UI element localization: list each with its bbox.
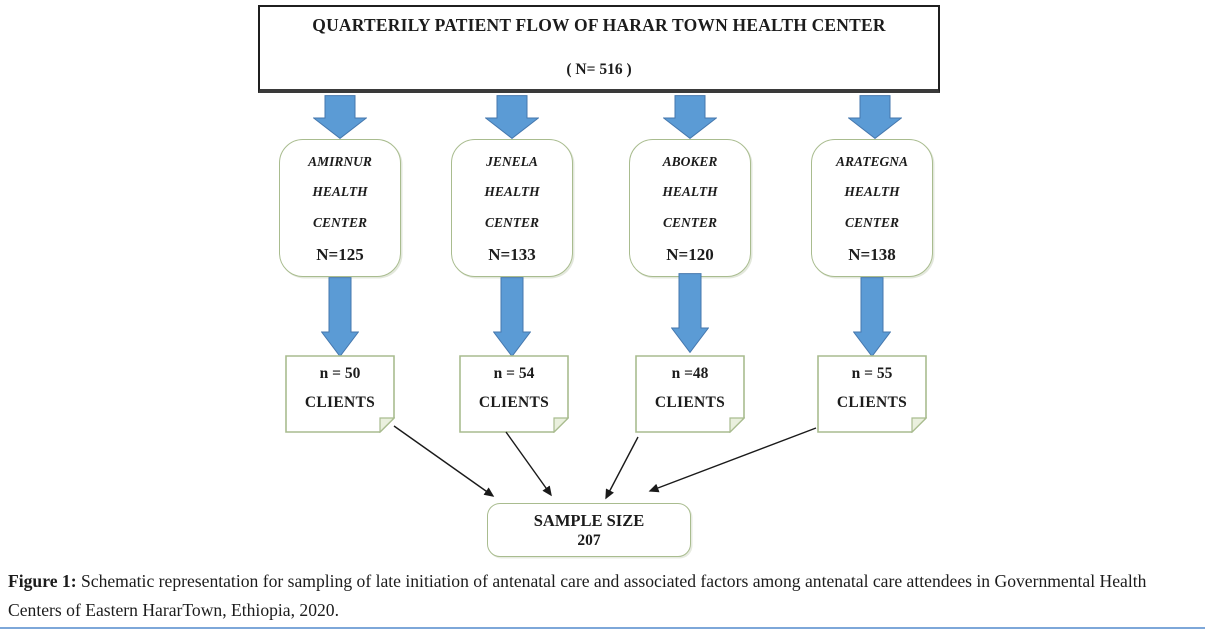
clients-count: n = 55 bbox=[851, 365, 893, 382]
down-arrow-icon bbox=[671, 273, 709, 353]
health-center-box-aboker: ABOKER HEALTH CENTER N=120 bbox=[629, 139, 751, 277]
down-arrow-icon bbox=[485, 95, 539, 139]
down-arrow-icon bbox=[313, 95, 367, 139]
center-word-center: CENTER bbox=[312, 214, 367, 230]
clients-label: CLIENTS bbox=[304, 394, 376, 411]
center-name: JENELA bbox=[486, 154, 538, 169]
clients-note-amirnur: n = 50 CLIENTS bbox=[285, 355, 395, 433]
figure-caption-text: Schematic representation for sampling of… bbox=[8, 571, 1147, 620]
center-word-health: HEALTH bbox=[484, 184, 540, 200]
clients-count: n =48 bbox=[671, 365, 709, 382]
center-word-center: CENTER bbox=[844, 214, 899, 230]
folded-note-shape bbox=[817, 355, 927, 433]
center-name: ABOKER bbox=[662, 154, 718, 169]
center-word-center: CENTER bbox=[662, 214, 717, 230]
clients-note-aboker: n =48 CLIENTS bbox=[635, 355, 745, 433]
total-n-label: ( N= 516 ) bbox=[566, 61, 632, 78]
health-center-box-arategna: ARATEGNA HEALTH CENTER N=138 bbox=[811, 139, 933, 277]
clients-count: n = 50 bbox=[319, 365, 361, 382]
clients-note-jenela: n = 54 CLIENTS bbox=[459, 355, 569, 433]
figure-caption-label: Figure 1: bbox=[8, 571, 77, 591]
clients-note-arategna: n = 55 CLIENTS bbox=[817, 355, 927, 433]
center-name: AMIRNUR bbox=[308, 154, 372, 169]
clients-count: n = 54 bbox=[493, 365, 535, 382]
center-total-n: N=138 bbox=[848, 244, 896, 264]
figure-title: QUARTERILY PATIENT FLOW OF HARAR TOWN HE… bbox=[312, 15, 886, 35]
center-word-center: CENTER bbox=[484, 214, 539, 230]
clients-label: CLIENTS bbox=[654, 394, 726, 411]
figure-caption: Figure 1: Schematic representation for s… bbox=[8, 567, 1190, 624]
converge-arrow-3 bbox=[605, 436, 639, 500]
sample-size-box: SAMPLE SIZE 207 bbox=[487, 503, 691, 557]
sample-size-label: SAMPLE SIZE bbox=[533, 511, 645, 530]
center-word-health: HEALTH bbox=[662, 184, 718, 200]
center-total-n: N=133 bbox=[488, 244, 536, 264]
folded-note-shape bbox=[459, 355, 569, 433]
down-arrow-icon bbox=[848, 95, 902, 139]
bottom-divider-line bbox=[0, 627, 1205, 629]
center-total-n: N=120 bbox=[666, 244, 714, 264]
center-total-n: N=125 bbox=[316, 244, 364, 264]
top-summary-box: QUARTERILY PATIENT FLOW OF HARAR TOWN HE… bbox=[258, 5, 940, 93]
folded-note-shape bbox=[285, 355, 395, 433]
converge-arrow-2 bbox=[505, 431, 552, 497]
clients-label: CLIENTS bbox=[478, 394, 550, 411]
converge-arrow-1 bbox=[393, 425, 495, 497]
down-arrow-icon bbox=[493, 277, 531, 357]
sample-size-value: 207 bbox=[577, 532, 601, 549]
converge-arrow-4 bbox=[648, 427, 817, 493]
down-arrow-icon bbox=[663, 95, 717, 139]
down-arrow-icon bbox=[853, 277, 891, 357]
center-word-health: HEALTH bbox=[312, 184, 368, 200]
center-word-health: HEALTH bbox=[844, 184, 900, 200]
down-arrow-icon bbox=[321, 277, 359, 357]
health-center-box-jenela: JENELA HEALTH CENTER N=133 bbox=[451, 139, 573, 277]
clients-label: CLIENTS bbox=[836, 394, 908, 411]
center-name: ARATEGNA bbox=[835, 154, 909, 169]
health-center-box-amirnur: AMIRNUR HEALTH CENTER N=125 bbox=[279, 139, 401, 277]
